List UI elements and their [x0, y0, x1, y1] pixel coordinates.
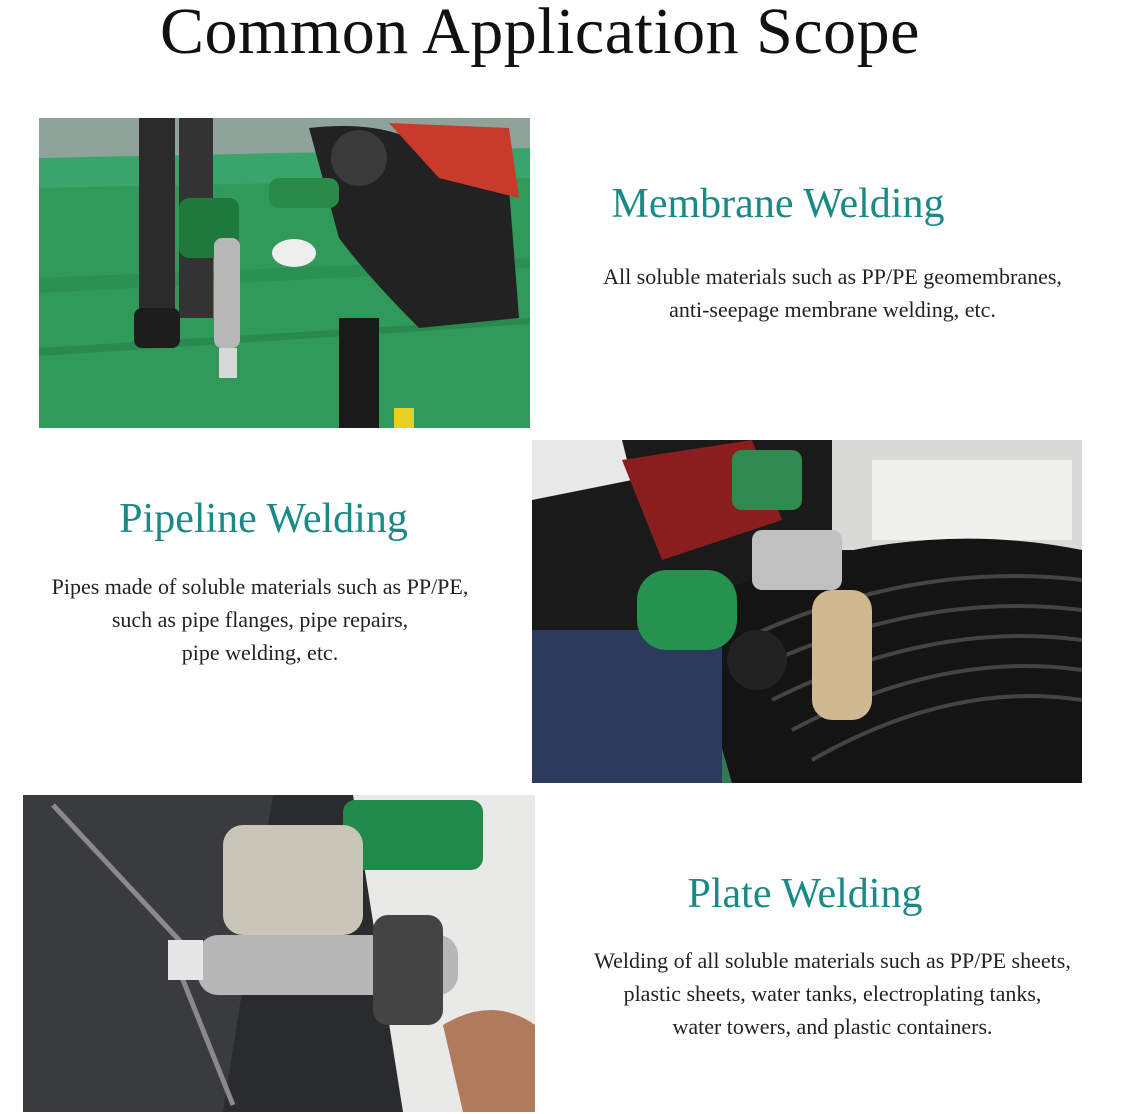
plate-welding-description: Welding of all soluble materials such as… — [536, 944, 1129, 1043]
pipeline-welding-photo — [532, 440, 1082, 783]
description-line: anti-seepage membrane welding, etc. — [669, 297, 996, 322]
description-line: such as pipe flanges, pipe repairs, — [111, 607, 409, 632]
plate-welding-title: Plate Welding — [687, 871, 923, 917]
description-line: water towers, and plastic containers. — [672, 1014, 993, 1039]
pipeline-welding-title: Pipeline Welding — [119, 496, 408, 542]
description-line: All soluble materials such as PP/PE geom… — [603, 264, 1062, 289]
membrane-welding-title: Membrane Welding — [611, 181, 945, 227]
description-line: Pipes made of soluble materials such as … — [51, 574, 469, 599]
plate-welding-photo — [23, 795, 535, 1112]
membrane-welding-photo — [39, 118, 530, 428]
description-line: plastic sheets, water tanks, electroplat… — [623, 981, 1042, 1006]
description-line: Welding of all soluble materials such as… — [594, 948, 1071, 973]
description-line: pipe welding, etc. — [181, 640, 339, 665]
membrane-welding-description: All soluble materials such as PP/PE geom… — [540, 260, 1125, 326]
page-title: Common Application Scope — [160, 0, 920, 68]
pipeline-welding-description: Pipes made of soluble materials such as … — [0, 570, 520, 669]
